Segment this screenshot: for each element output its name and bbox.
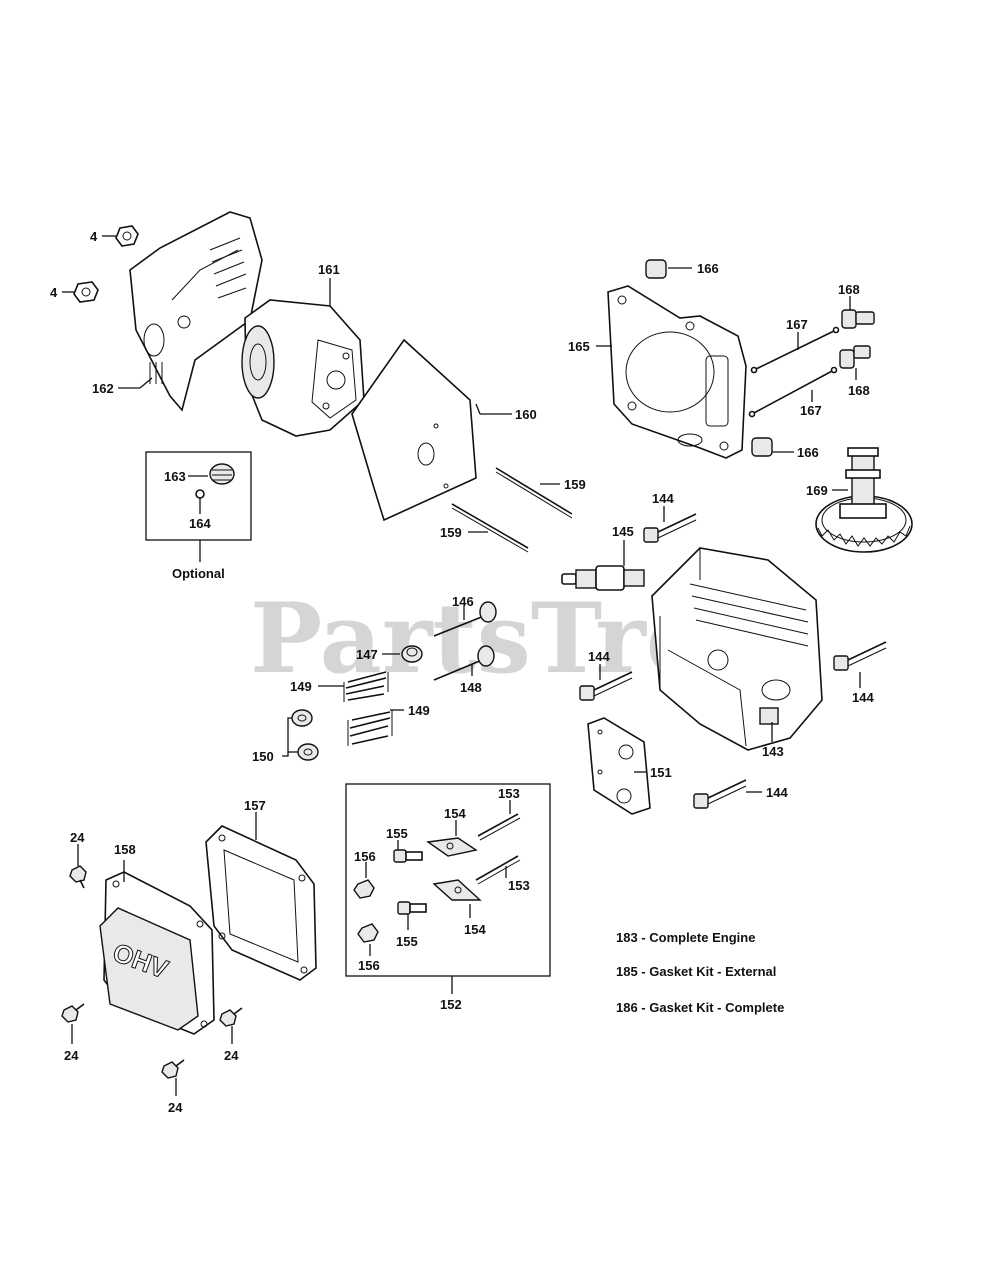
rocker-bolt-icon — [839, 345, 871, 369]
rocker-arm-icon — [432, 879, 482, 901]
callout-154: 154 — [444, 806, 466, 821]
cover-screw-icon — [219, 1007, 243, 1027]
callout-158: 158 — [114, 842, 136, 857]
adjusting-screw-icon — [477, 813, 521, 841]
muffler-icon — [241, 299, 365, 437]
callout-161: 161 — [318, 262, 340, 277]
dowel-pin-icon — [645, 259, 667, 279]
callout-163: 163 — [164, 469, 186, 484]
rocker-arm-icon — [426, 837, 478, 857]
cover-screw-icon — [161, 1059, 185, 1079]
push-rod-icon — [750, 326, 840, 374]
callout-152: 152 — [440, 997, 462, 1012]
callout-4: 4 — [90, 229, 98, 244]
heat-shield-icon — [351, 338, 477, 522]
exhaust-valve-icon — [433, 645, 495, 681]
callout-147: 147 — [356, 647, 378, 662]
callout-145: 145 — [612, 524, 634, 539]
callout-146: 146 — [452, 594, 474, 609]
rocker-nut-icon — [357, 923, 379, 943]
rocker-nut-icon — [353, 879, 375, 899]
push-rod-icon — [748, 366, 838, 418]
adjusting-screw-icon — [475, 855, 521, 885]
callout-167: 167 — [786, 317, 808, 332]
callout-24: 24 — [224, 1048, 239, 1063]
cylinder-head-icon — [651, 547, 823, 751]
note-complete-engine: 183 - Complete Engine — [616, 930, 755, 945]
head-bolt-icon — [643, 513, 697, 543]
rocker-stud-icon — [393, 849, 423, 863]
callout-153: 153 — [498, 786, 520, 801]
callout-151: 151 — [650, 765, 672, 780]
note-gasket-kit-external: 185 - Gasket Kit - External — [616, 964, 776, 979]
valve-spring-icon — [343, 671, 389, 702]
callout-24: 24 — [64, 1048, 79, 1063]
callout-144: 144 — [766, 785, 788, 800]
cover-screw-icon — [69, 865, 87, 889]
head-bolt-icon — [693, 779, 747, 809]
callout-148: 148 — [460, 680, 482, 695]
callout-159: 159 — [440, 525, 462, 540]
spark-plug-icon — [561, 565, 645, 591]
breather-plate-icon — [587, 717, 651, 815]
callout-4: 4 — [50, 285, 58, 300]
callout-155: 155 — [396, 934, 418, 949]
head-gasket-icon — [607, 285, 747, 459]
note-gasket-kit-complete: 186 - Gasket Kit - Complete — [616, 1000, 784, 1015]
callout-150: 150 — [252, 749, 274, 764]
callout-162: 162 — [92, 381, 114, 396]
callout-144: 144 — [652, 491, 674, 506]
callout-166: 166 — [697, 261, 719, 276]
dowel-pin-icon — [751, 437, 773, 457]
spark-arrestor-screen-icon — [209, 463, 235, 485]
callout-144: 144 — [588, 649, 610, 664]
callout-156: 156 — [354, 849, 376, 864]
callout-168: 168 — [848, 383, 870, 398]
callout-149: 149 — [408, 703, 430, 718]
callout-169: 169 — [806, 483, 828, 498]
callout-155: 155 — [386, 826, 408, 841]
callout-168: 168 — [838, 282, 860, 297]
callout-160: 160 — [515, 407, 537, 422]
rocker-bolt-icon — [841, 309, 875, 329]
callout-144: 144 — [852, 690, 874, 705]
callout-143: 143 — [762, 744, 784, 759]
optional-box — [145, 451, 252, 541]
nut-icon — [115, 225, 139, 247]
head-bolt-icon — [579, 671, 633, 701]
valve-cover-gasket-icon — [205, 825, 317, 981]
callout-149: 149 — [290, 679, 312, 694]
nut-icon — [73, 281, 99, 303]
rocker-stud-icon — [397, 901, 427, 915]
valve-cover-icon: OHV — [99, 871, 215, 1035]
stud-icon — [495, 467, 573, 519]
screw-icon — [195, 489, 205, 499]
optional-label: Optional — [172, 566, 225, 581]
callout-166: 166 — [797, 445, 819, 460]
spring-retainer-icon — [297, 743, 319, 761]
camshaft-gear-icon — [815, 447, 913, 553]
callout-153: 153 — [508, 878, 530, 893]
callout-154: 154 — [464, 922, 486, 937]
valve-spring-icon — [347, 710, 393, 746]
callout-156: 156 — [358, 958, 380, 973]
head-bolt-icon — [833, 641, 887, 671]
callout-165: 165 — [568, 339, 590, 354]
intake-valve-icon — [433, 601, 497, 637]
valve-cap-icon — [401, 645, 423, 663]
callout-24: 24 — [168, 1100, 183, 1115]
muffler-shield-icon — [129, 211, 263, 412]
callout-24: 24 — [70, 830, 85, 845]
callout-167: 167 — [800, 403, 822, 418]
callout-164: 164 — [189, 516, 211, 531]
callout-157: 157 — [244, 798, 266, 813]
stud-icon — [451, 503, 529, 553]
callout-159: 159 — [564, 477, 586, 492]
cover-screw-icon — [61, 1003, 85, 1023]
rocker-kit-box — [345, 783, 551, 977]
spring-retainer-icon — [291, 709, 313, 727]
